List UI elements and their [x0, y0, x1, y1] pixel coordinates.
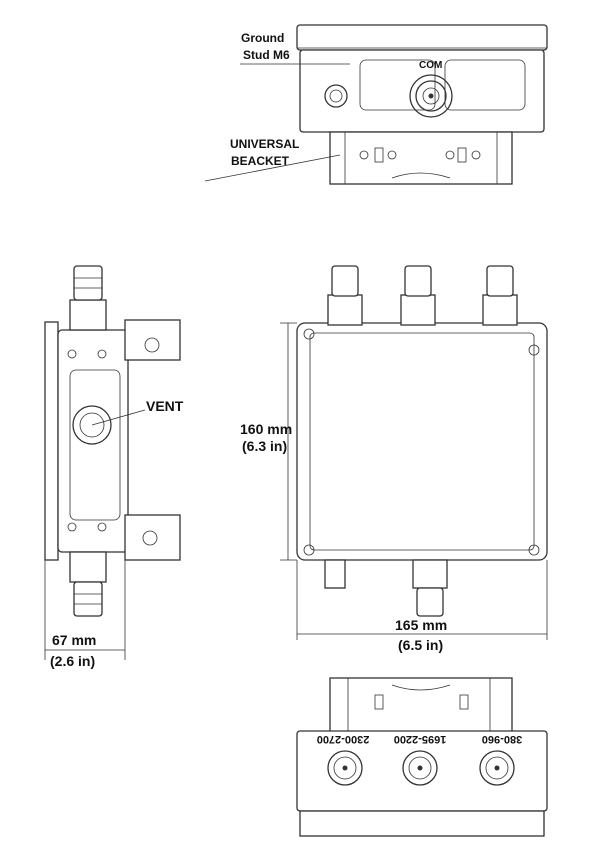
com-label: COM [419, 60, 442, 71]
length-in: (6.5 in) [398, 637, 443, 653]
ground-stud-label-2: Stud M6 [243, 48, 290, 62]
port-connector-1695-2200 [402, 750, 438, 786]
bracket-label-2: BEACKET [231, 154, 290, 168]
vent-icon [72, 405, 112, 445]
side-view: VENT 67 mm (2.6 in) [44, 265, 184, 669]
length-mm: 165 mm [395, 617, 447, 633]
port-label-380-960: 380-960 [482, 733, 522, 745]
front-view: 160 mm (6.3 in) 165 mm (6.5 in) [240, 265, 548, 653]
height-mm: 160 mm [240, 421, 292, 437]
port-connector-380-960 [479, 750, 515, 786]
height-in: (6.3 in) [242, 438, 287, 454]
port-label-1695-2200: 1695-2200 [394, 733, 447, 745]
port-connector-2300-2700 [327, 750, 363, 786]
bracket-label: UNIVERSAL [230, 137, 299, 151]
port-label-2300-2700: 2300-2700 [317, 733, 370, 745]
ground-stud-label: Ground [241, 31, 284, 45]
width-in: (2.6 in) [50, 653, 95, 669]
bottom-view: 2300-2700 1695-2200 380-960 [296, 677, 548, 837]
width-mm: 67 mm [52, 632, 96, 648]
top-view: Ground Stud M6 COM UNIVERSAL BEACKET [204, 24, 548, 185]
vent-label: VENT [146, 398, 184, 414]
com-connector [409, 74, 453, 118]
ground-stud [324, 84, 348, 108]
